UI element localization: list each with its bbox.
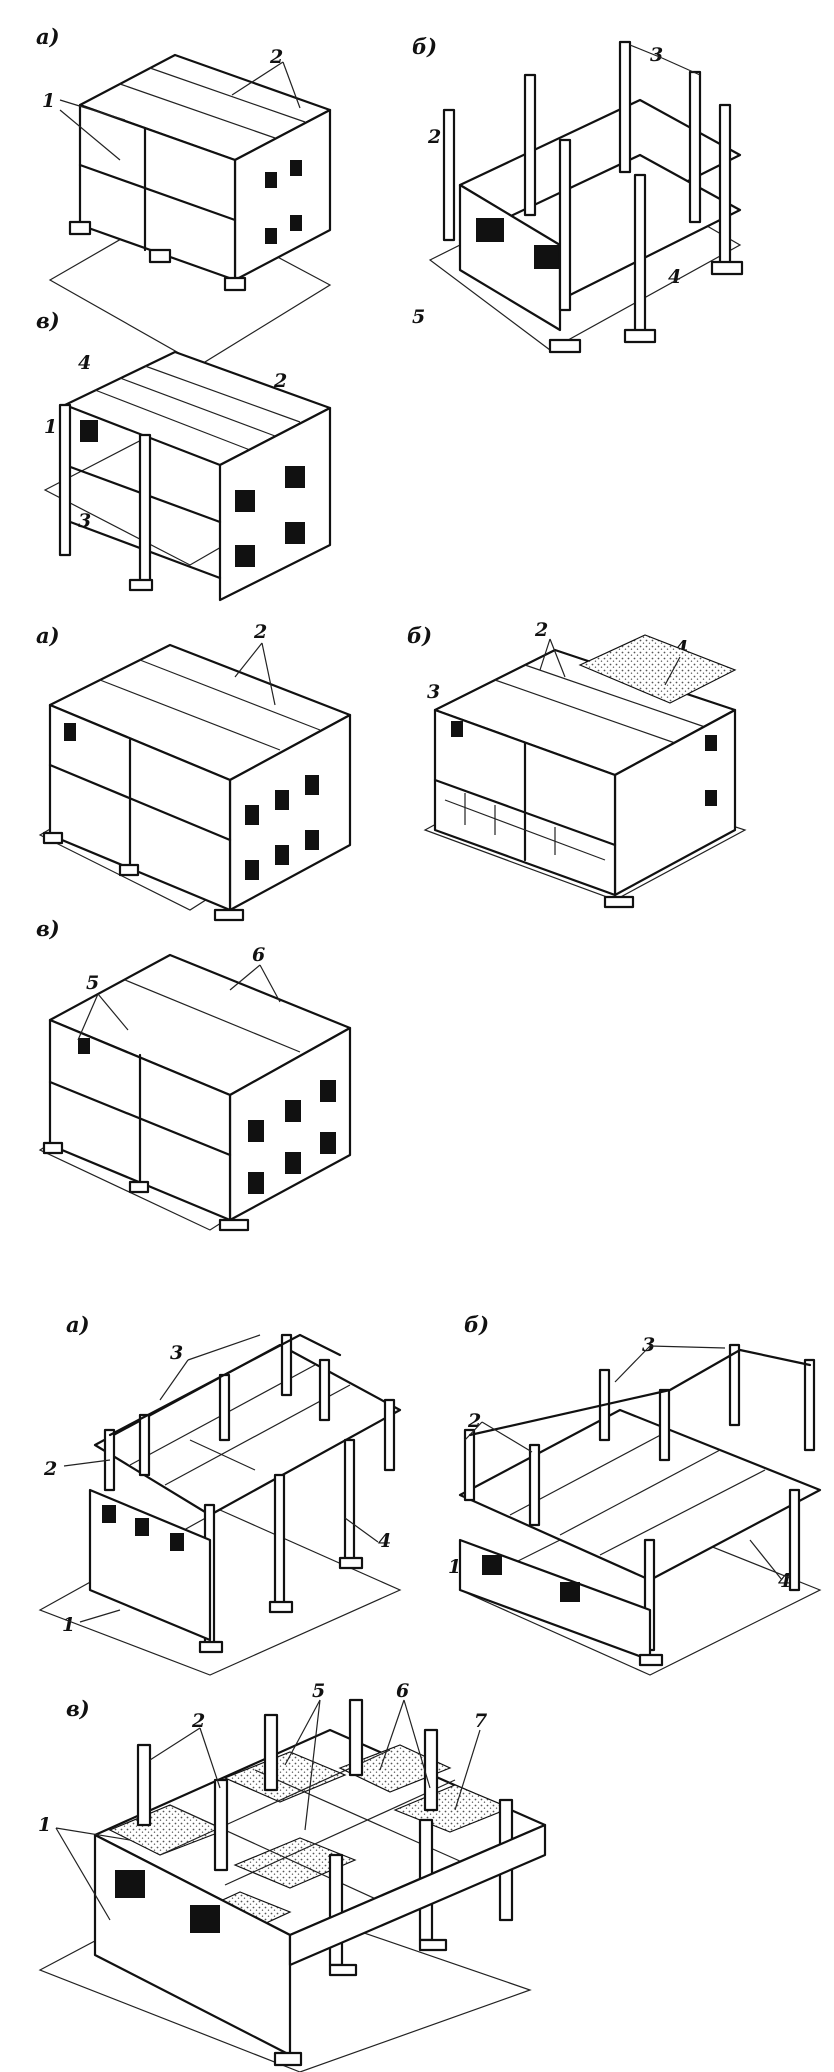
panel-tag: б) xyxy=(464,1312,490,1337)
callout-label: 5 xyxy=(412,306,426,328)
figure3-panel-c: в) 2 5 6 7 1 xyxy=(0,1660,600,2072)
panel-tag: в) xyxy=(36,916,60,941)
callout-label: 4 xyxy=(778,1570,792,1592)
callout-label: 2 xyxy=(254,621,268,643)
frame-diagram xyxy=(38,1333,402,1676)
callout-label: 2 xyxy=(192,1710,206,1732)
callout-label: 4 xyxy=(668,266,682,288)
panel-tag: б) xyxy=(407,623,433,648)
callout-label: 5 xyxy=(86,972,100,994)
figure2-panel-b: б) 2 3 4 xyxy=(405,615,830,925)
frame-diagram xyxy=(38,1698,547,2072)
building-diagram xyxy=(423,634,747,909)
callout-label: 7 xyxy=(474,1710,488,1732)
callout-label: 1 xyxy=(44,416,58,438)
callout-label: 1 xyxy=(448,1556,462,1578)
callout-label: 3 xyxy=(642,1334,656,1356)
panel-tag: а) xyxy=(36,623,60,648)
callout-label: 3 xyxy=(650,44,664,66)
callout-label: 4 xyxy=(378,1530,392,1552)
callout-label: 1 xyxy=(42,90,56,112)
callout-label: 3 xyxy=(170,1342,184,1364)
callout-label: 2 xyxy=(274,370,288,392)
callout-label: 4 xyxy=(78,352,92,374)
panel-tag: в) xyxy=(66,1696,90,1721)
panel-tag: б) xyxy=(412,34,438,59)
panel-tag: а) xyxy=(36,24,60,49)
callout-label: 2 xyxy=(535,619,549,641)
figure2-panel-c: в) 5 6 xyxy=(0,910,420,1240)
callout-label: 2 xyxy=(44,1458,58,1480)
callout-label: 5 xyxy=(312,1680,326,1702)
figure1-panel-c: в) 4 2 1 3 xyxy=(0,290,420,620)
callout-label: 3 xyxy=(427,681,441,703)
callout-label: 6 xyxy=(252,944,266,966)
callout-label: 2 xyxy=(270,46,284,68)
callout-label: 1 xyxy=(38,1814,52,1836)
callout-label: 2 xyxy=(428,126,442,148)
figure1-panel-a: а) 1 2 xyxy=(0,0,420,366)
building-diagram xyxy=(38,953,352,1232)
panel-tag: в) xyxy=(36,308,60,333)
building-diagram xyxy=(43,350,332,602)
figure3-panel-a: а) 3 2 4 1 xyxy=(0,1290,440,1680)
panel-tag: а) xyxy=(66,1312,90,1337)
figure3-panel-b: б) 3 2 1 4 xyxy=(420,1290,834,1680)
figure2-panel-a: а) 2 xyxy=(0,615,420,925)
building-diagram xyxy=(48,53,332,366)
callout-label: 6 xyxy=(396,1680,410,1702)
frame-diagram xyxy=(428,40,744,354)
frame-diagram xyxy=(458,1343,822,1676)
building-diagram xyxy=(38,642,352,922)
figure1-panel-b: б) 3 2 4 5 xyxy=(410,0,830,400)
